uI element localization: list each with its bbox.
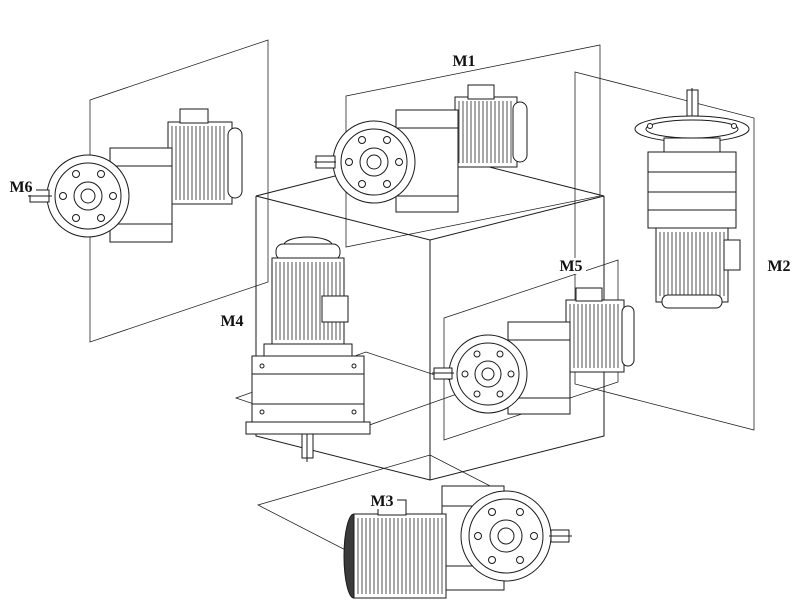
m2-gearbox-ribs <box>648 171 736 211</box>
m5-terminal-box <box>575 287 603 302</box>
label-m2: M2 <box>767 258 790 275</box>
m6-flange-inner <box>54 162 122 230</box>
m5-flange-outer <box>448 334 528 414</box>
position-labels: M1 M2 M3 M4 M5 M6 <box>6 53 794 510</box>
m1-bolt-holes <box>345 136 403 188</box>
label-m2-bg <box>764 258 794 274</box>
m2-gearbox <box>647 151 737 229</box>
gearmotor-m2 <box>634 88 750 309</box>
m6-gearbox-ribs <box>110 165 172 225</box>
m3-motor-body <box>353 513 447 599</box>
gearmotor-m6 <box>28 108 243 243</box>
m2-motor-fins <box>659 232 725 296</box>
m2-terminal-box <box>723 239 741 271</box>
mounting-plane-m6 <box>89 39 269 343</box>
m3-flange-inner <box>468 498 544 574</box>
gearmotor-m3 <box>343 485 572 599</box>
m5-bolt-holes <box>461 350 515 398</box>
m1-gearbox-ribs <box>396 127 458 197</box>
m1-motor-endcap <box>512 101 528 163</box>
m5-motor-body <box>565 299 625 373</box>
m2-neck <box>663 137 721 153</box>
m2-motor-endcap <box>661 294 723 309</box>
m5-hub <box>474 360 502 388</box>
m1-hub <box>359 147 389 177</box>
m3-bolt-holes <box>474 508 538 564</box>
label-m6: M6 <box>9 179 32 196</box>
m4-gearbox-ribs <box>252 373 364 405</box>
label-m4-bg <box>217 313 247 329</box>
m3-motor-fins <box>357 518 443 594</box>
m4-base-plate <box>245 421 371 435</box>
mounting-plane-m1 <box>345 44 601 248</box>
label-m6-bg <box>6 179 36 195</box>
label-m1-bg <box>449 53 479 69</box>
m4-bolt-holes <box>259 363 357 415</box>
m1-terminal-box <box>467 84 495 100</box>
m5-flange-inner <box>456 342 520 406</box>
m1-shaft-end <box>366 154 382 170</box>
label-m3-bg <box>367 493 397 509</box>
m6-hub <box>73 181 103 211</box>
m3-hub <box>489 519 523 553</box>
label-m5-bg <box>556 258 586 274</box>
mounting-plane-m5 <box>443 259 619 441</box>
m6-bolt-holes <box>59 170 117 222</box>
label-m4: M4 <box>220 313 243 330</box>
gearmotor-m5 <box>432 287 635 415</box>
gearmotor-m1 <box>314 84 528 213</box>
m4-terminal-box <box>321 295 349 323</box>
m1-motor-fins <box>458 101 512 163</box>
label-m5: M5 <box>559 258 582 275</box>
m1-motor-body <box>454 96 518 168</box>
m6-terminal-box <box>179 108 209 124</box>
gearmotor-m4 <box>245 236 371 462</box>
label-m3: M3 <box>370 493 393 510</box>
m4-gearbox <box>251 355 365 423</box>
m5-motor-endcap <box>621 305 635 367</box>
m6-shaft-end <box>80 188 96 204</box>
m3-shaft-end <box>497 527 515 545</box>
m4-adapter-flange <box>263 343 353 357</box>
m1-flange-inner <box>340 128 408 196</box>
m6-motor-endcap <box>227 127 243 199</box>
label-m1: M1 <box>452 53 475 70</box>
m5-shaft-end <box>481 367 495 381</box>
